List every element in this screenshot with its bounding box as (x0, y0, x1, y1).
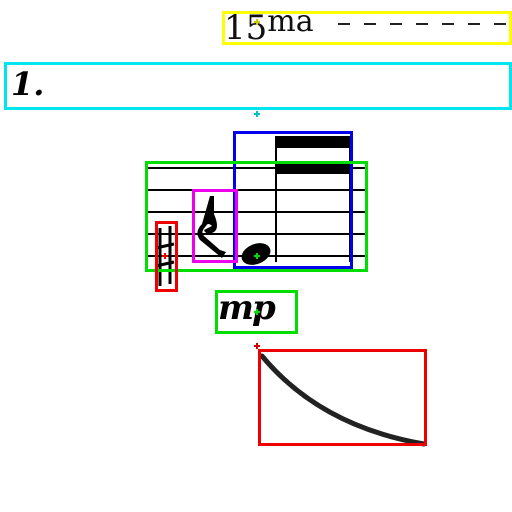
dynamic-bounding-box (215, 290, 298, 334)
staff-bounding-box (145, 161, 368, 272)
volta-label: 1. (11, 65, 45, 103)
slur-curve (259, 353, 427, 447)
accidental-bounding-box (155, 221, 178, 292)
dynamic-marking: mp (218, 288, 276, 328)
accidental-center-marker (162, 253, 168, 259)
volta-bounding-box (4, 62, 512, 110)
staff-center-marker (254, 253, 260, 259)
dynamic-center-marker (254, 309, 260, 315)
rest-bounding-box (192, 189, 238, 263)
ottava-text: 15ma (224, 2, 314, 48)
beam-bounding-box (233, 131, 353, 269)
ottava-number: 15 (224, 8, 268, 48)
volta-center-marker (254, 111, 260, 117)
ottava-center-marker (254, 19, 260, 25)
ottava-bounding-box (222, 11, 512, 45)
slur-center-marker (254, 343, 260, 349)
ottava-suffix: ma (267, 4, 314, 39)
accidental-glyph (155, 226, 175, 286)
eighth-rest-glyph (197, 196, 226, 258)
slur-bounding-box (258, 349, 427, 446)
